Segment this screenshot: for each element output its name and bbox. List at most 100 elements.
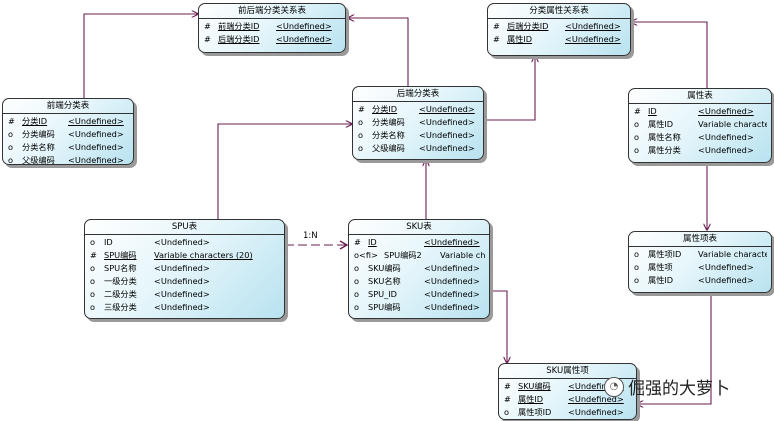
column-key-marker: o [90,302,96,312]
column-type: <Undefined> [154,276,210,286]
column-name: 一级分类 [104,276,137,286]
entity-column-row[interactable]: #前端分类ID<Undefined> [204,20,341,33]
column-key-marker: o [634,262,640,272]
entity-front-back-rel[interactable]: 前后端分类关系表#前端分类ID<Undefined>#后端分类ID<Undefi… [198,3,346,53]
column-name: 分类ID [22,116,48,126]
column-type: <Undefined> [568,407,624,417]
column-type: <Undefined> [424,289,480,299]
column-name: SKU名称 [368,276,401,286]
column-type: <Undefined> [565,34,621,44]
column-name: 分类名称 [22,142,55,152]
column-type: <Undefined> [68,142,124,152]
column-name: 分类编码 [22,129,55,139]
column-name: 属性项 [648,262,673,272]
column-key-marker: o [90,237,96,247]
column-key-marker: o [354,302,360,312]
entity-column-row[interactable]: #SKU编码<Undefined> [504,380,632,393]
entity-columns: #前端分类ID<Undefined>#后端分类ID<Undefined> [199,19,345,46]
column-type: <Undefined> [154,289,210,299]
column-type: <Undefined> [568,394,624,404]
entity-title: 属性表 [629,89,771,104]
entity-title: 属性项表 [629,232,771,247]
relation-label-1n: 1:N [302,231,319,241]
column-type: <Undefined> [698,106,754,116]
column-type: <Undefined> [68,155,124,165]
entity-columns: #后端分类ID<Undefined>#属性ID<Undefined> [488,19,630,46]
entity-column-row[interactable]: o 分类名称 <Undefined> [8,141,129,154]
column-type: <Undefined> [698,132,754,142]
column-type: <Undefined> [568,381,624,391]
link-front-category-to-relation [83,14,198,98]
entity-column-row[interactable]: #ID<Undefined> [354,236,485,249]
column-type: <Undefined> [424,276,480,286]
column-name: ID [104,237,113,247]
column-type: Variable characters [698,119,767,129]
column-name: 属性ID [648,275,674,285]
link-back-category-to-relation [348,18,409,86]
column-key-marker: o [358,130,364,140]
entity-column-row[interactable]: #属性ID<Undefined> [504,393,632,406]
entity-column-row[interactable]: #分类ID<Undefined> [358,103,479,116]
column-name: 后端分类ID [507,21,549,31]
column-type: <Undefined> [419,117,475,127]
entity-column-row[interactable]: #属性ID<Undefined> [493,33,626,46]
column-key-marker: o [8,142,14,152]
column-name: 属性名称 [648,132,681,142]
column-name: ID [648,106,657,116]
column-type: <Undefined> [419,130,475,140]
entity-title: SKU属性项 [499,364,636,379]
column-name: 属性分类 [648,145,681,155]
column-key-marker: o [358,117,364,127]
watermark-text: 倔强的大萝卜 [628,379,730,399]
column-key-marker: o [354,263,360,273]
entity-category-attr-rel[interactable]: 分类属性关系表#后端分类ID<Undefined>#属性ID<Undefined… [487,3,631,56]
column-type: Variable characters (20) [154,250,253,260]
column-name: 属性ID [507,34,533,44]
column-key-marker: o [634,275,640,285]
entity-column-row[interactable]: #ID<Undefined> [634,105,767,118]
column-type: <Undefined> [419,104,475,114]
entity-column-row[interactable]: #后端分类ID<Undefined> [204,33,341,46]
column-name: 分类编码 [372,117,405,127]
column-key-marker: # [204,34,211,44]
entity-title: 后端分类表 [353,87,483,102]
entity-column-row[interactable]: o 分类编码 <Undefined> [358,116,479,129]
column-type: <Undefined> [68,116,124,126]
link-back-category-to-attr-relation [484,56,535,121]
entity-title: 分类属性关系表 [488,4,630,19]
entity-title: 前后端分类关系表 [199,4,345,19]
entity-column-row[interactable]: #后端分类ID<Undefined> [493,20,626,33]
entity-column-row[interactable]: #分类ID<Undefined> [8,115,129,128]
